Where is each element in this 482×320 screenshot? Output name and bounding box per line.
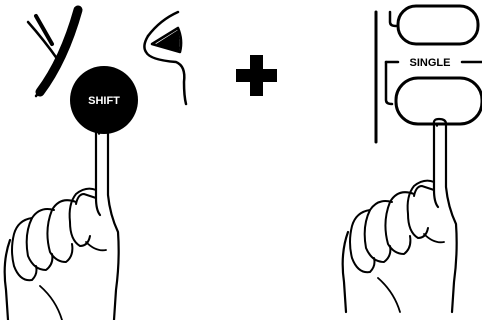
shift-button-label: SHIFT [88,95,120,107]
finger-pointing-icon [341,117,458,314]
single-button-label: SINGLE [410,57,451,69]
finger-pointing-icon [3,125,120,320]
control-panel [374,10,482,144]
upper-button[interactable] [396,4,480,46]
single-button[interactable] [394,76,482,126]
play-triangle-icon [156,30,180,52]
shift-button[interactable] [70,66,138,134]
play-button-housing [143,10,188,106]
plus-icon [236,55,277,96]
jog-wheel-icon [26,5,83,98]
